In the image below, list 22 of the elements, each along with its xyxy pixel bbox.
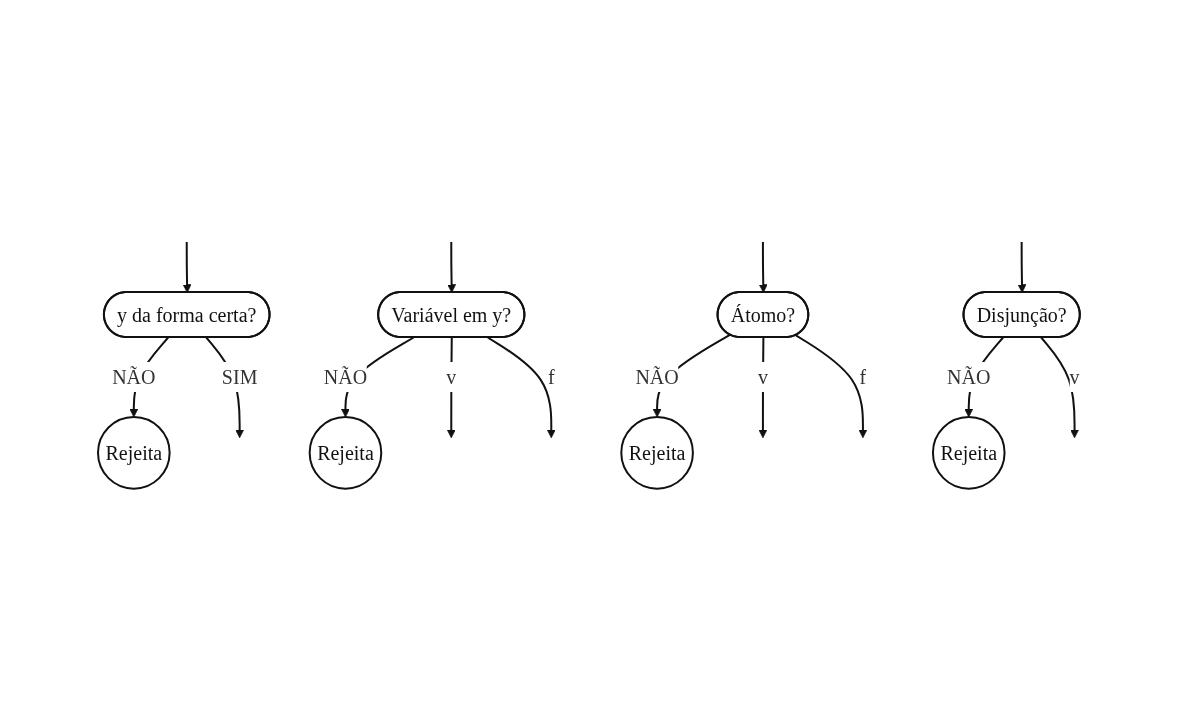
edge-label: f xyxy=(547,366,555,389)
edge-label: v xyxy=(757,366,768,389)
arrow xyxy=(758,241,768,294)
arrow xyxy=(446,241,456,294)
arrow xyxy=(486,336,556,439)
edge-label: NÃO xyxy=(111,366,156,389)
node-circle: Rejeita xyxy=(931,416,1006,490)
edge-label: NÃO xyxy=(946,366,991,389)
arrow xyxy=(446,336,456,439)
edge-label: v xyxy=(446,366,456,389)
arrow xyxy=(1039,336,1079,439)
arrow xyxy=(1017,241,1027,294)
arrow xyxy=(794,334,868,439)
node-circle: Rejeita xyxy=(96,416,171,490)
edge-label: v xyxy=(1069,366,1080,389)
arrow xyxy=(182,241,192,294)
edge-label: NÃO xyxy=(635,366,679,389)
edge-label: f xyxy=(859,366,866,389)
edge-label: NÃO xyxy=(323,366,367,389)
node-circle: Rejeita xyxy=(308,416,382,490)
edge-label: SIM xyxy=(221,366,258,389)
node-circle: Rejeita xyxy=(620,416,694,490)
